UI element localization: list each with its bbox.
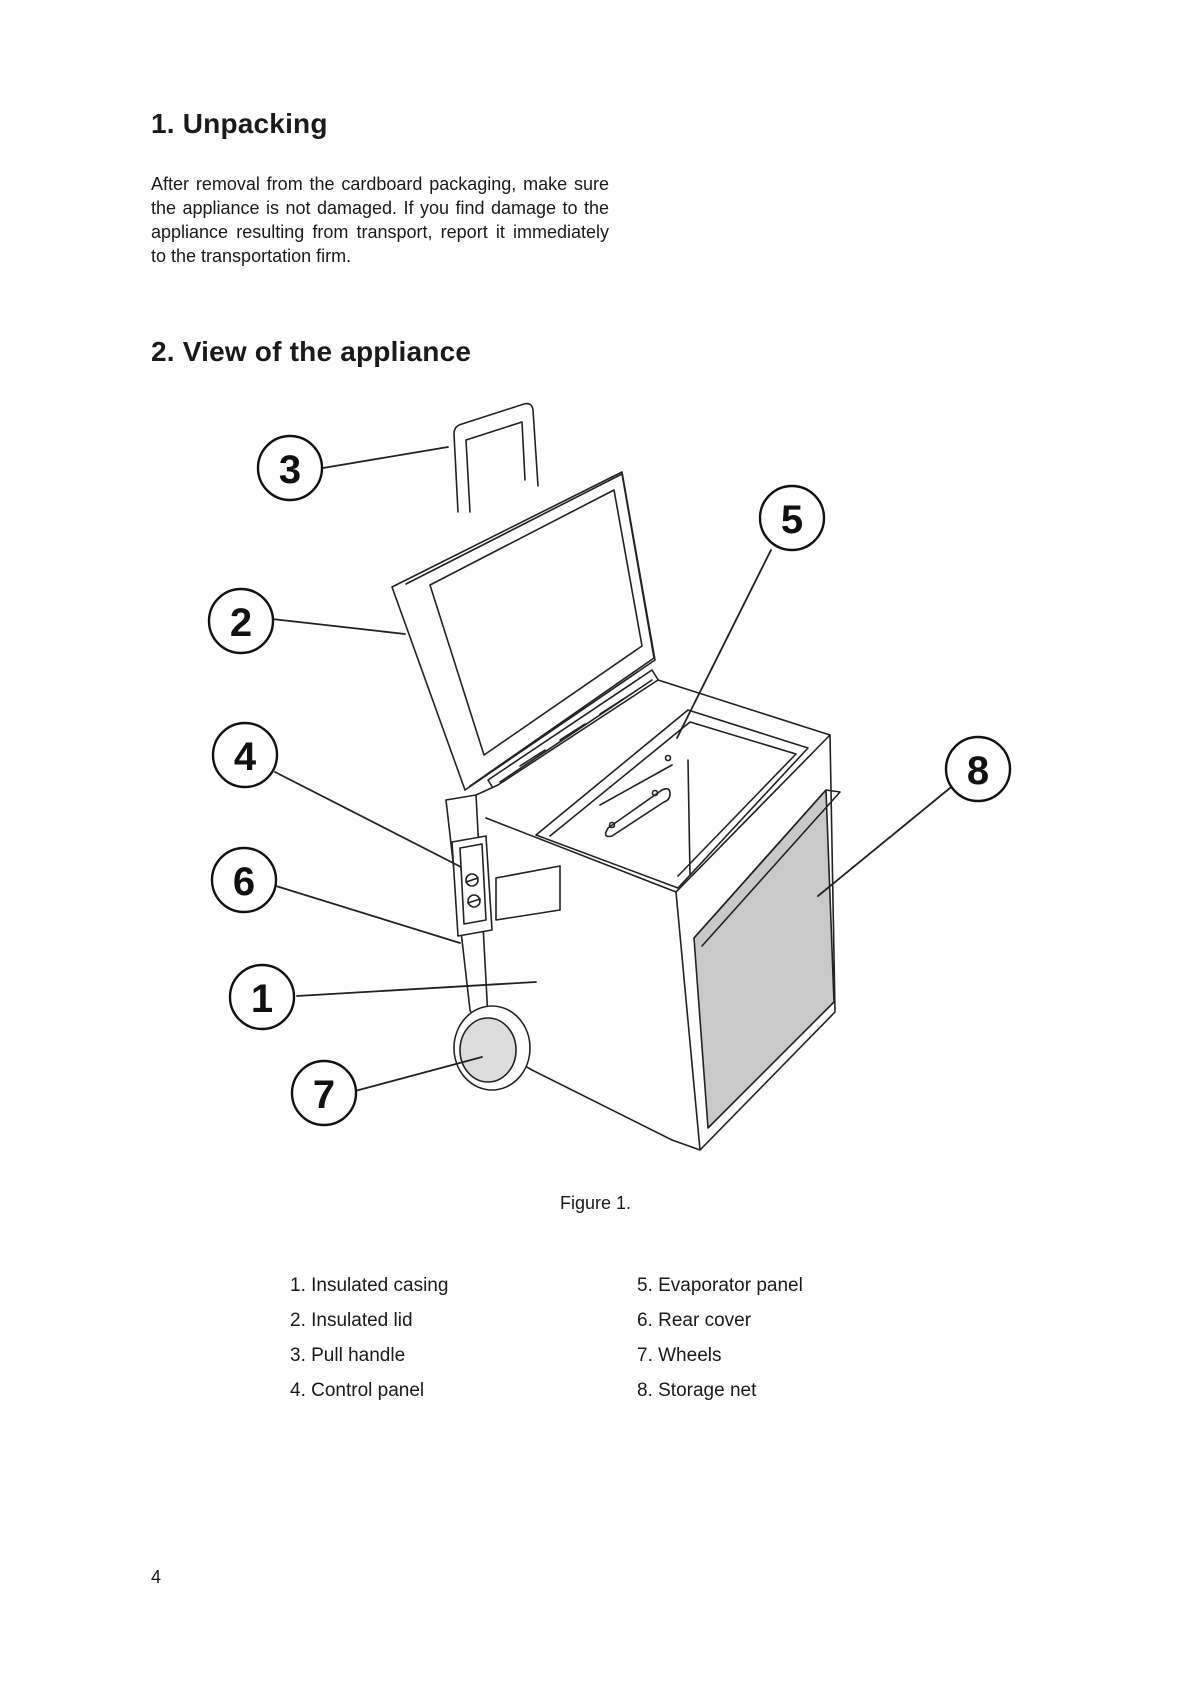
- callout-3-label: 3: [279, 448, 301, 492]
- legend-item: 3. Pull handle: [290, 1345, 406, 1366]
- callout-8-circle: [944, 735, 1012, 803]
- callout-4-label: 4: [234, 735, 257, 779]
- page-number: 4: [151, 1567, 162, 1587]
- legend-right-column: 5. Evaporator panel 6. Rear cover 7. Whe…: [637, 1268, 803, 1408]
- section-title-unpacking: 1. Unpacking: [151, 108, 328, 139]
- leader-lines: [271, 446, 951, 1092]
- legend-item: 7. Wheels: [637, 1345, 722, 1366]
- legend-left-column: 1. Insulated casing 2. Insulated lid 3. …: [290, 1268, 448, 1408]
- callout-6-label: 6: [233, 860, 255, 904]
- callout-2-label: 2: [230, 601, 252, 645]
- legend-item: 6. Rear cover: [637, 1310, 752, 1331]
- figure-caption: Figure 1.: [559, 1193, 632, 1213]
- legend-item: 8. Storage net: [637, 1380, 757, 1401]
- unpacking-paragraph: After removal from the cardboard packagi…: [151, 174, 609, 266]
- legend-item: 1. Insulated casing: [290, 1275, 449, 1296]
- callouts: [207, 434, 1012, 1127]
- callout-5-circle: [758, 484, 826, 552]
- callout-4-circle: [211, 721, 279, 789]
- callout-1-label: 1: [251, 977, 273, 1021]
- callout-7-label: 7: [313, 1073, 335, 1117]
- insulated-lid-drawing: [391, 471, 663, 797]
- callout-1-circle: [228, 963, 296, 1031]
- callout-3-circle: [256, 434, 324, 502]
- wheel-drawing: [453, 1005, 531, 1091]
- legend-item: 5. Evaporator panel: [637, 1275, 803, 1296]
- callout-6-circle: [210, 846, 278, 914]
- callout-5-label: 5: [781, 498, 803, 542]
- section-title-view: 2. View of the appliance: [151, 336, 472, 367]
- insulated-casing-drawing: [445, 679, 841, 1151]
- callout-7-circle: [290, 1059, 358, 1127]
- legend-item: 2. Insulated lid: [290, 1310, 413, 1331]
- legend-item: 4. Control panel: [290, 1380, 425, 1401]
- pull-handle-drawing: [453, 402, 539, 513]
- callout-2-circle: [207, 587, 275, 655]
- callout-8-label: 8: [967, 749, 989, 793]
